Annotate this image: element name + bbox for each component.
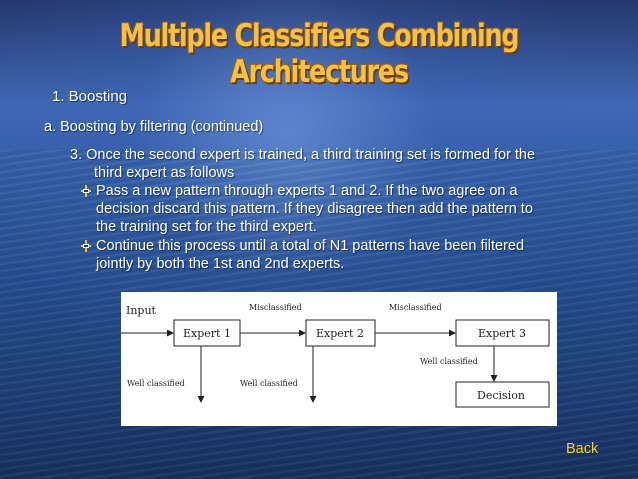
expert-2-box [305, 319, 376, 347]
heading-boosting: 1. Boosting [52, 88, 128, 105]
bullet-line: Pass a new pattern through experts 1 and… [96, 183, 518, 199]
boosting-diagram: Input Expert 1 Misclassified Expert 2 Mi… [121, 292, 557, 426]
back-link[interactable]: Back [566, 441, 599, 457]
well-classified-label-3: Well classified [420, 357, 478, 366]
bullet-line: Continue this process until a total of N… [96, 238, 525, 254]
bullet-icon [81, 240, 91, 252]
expert-1-label: Expert 1 [183, 327, 231, 340]
bullet-item: Continue this process until a total of N… [72, 237, 592, 273]
well-classified-label-2: Well classified [240, 379, 298, 388]
misclassified-label-2: Misclassified [389, 303, 442, 312]
bullet-item: Pass a new pattern through experts 1 and… [72, 182, 592, 236]
decision-label: Decision [477, 389, 525, 402]
well-classified-label-1: Well classified [127, 379, 185, 388]
bullet-line: decision discard this pattern. If they d… [96, 201, 533, 217]
point-3: 3. Once the second expert is trained, a … [70, 146, 590, 182]
point-3-line-2: third expert as follows [94, 165, 235, 181]
expert-2-label: Expert 2 [316, 327, 364, 340]
bullet-line: the training set for the third expert. [96, 219, 317, 235]
bullet-line: jointly by both the 1st and 2nd experts. [96, 256, 345, 272]
bullet-icon [81, 185, 91, 197]
subheading-filtering: a. Boosting by filtering (continued) [44, 119, 264, 135]
point-3-line-1: 3. Once the second expert is trained, a … [70, 147, 536, 163]
input-label: Input [126, 304, 157, 317]
slide-title: Multiple Classifiers Combining Architect… [119, 18, 520, 90]
expert-3-box [455, 319, 550, 347]
expert-3-label: Expert 3 [478, 327, 526, 340]
decision-box [455, 381, 550, 408]
misclassified-label-1: Misclassified [249, 303, 302, 312]
